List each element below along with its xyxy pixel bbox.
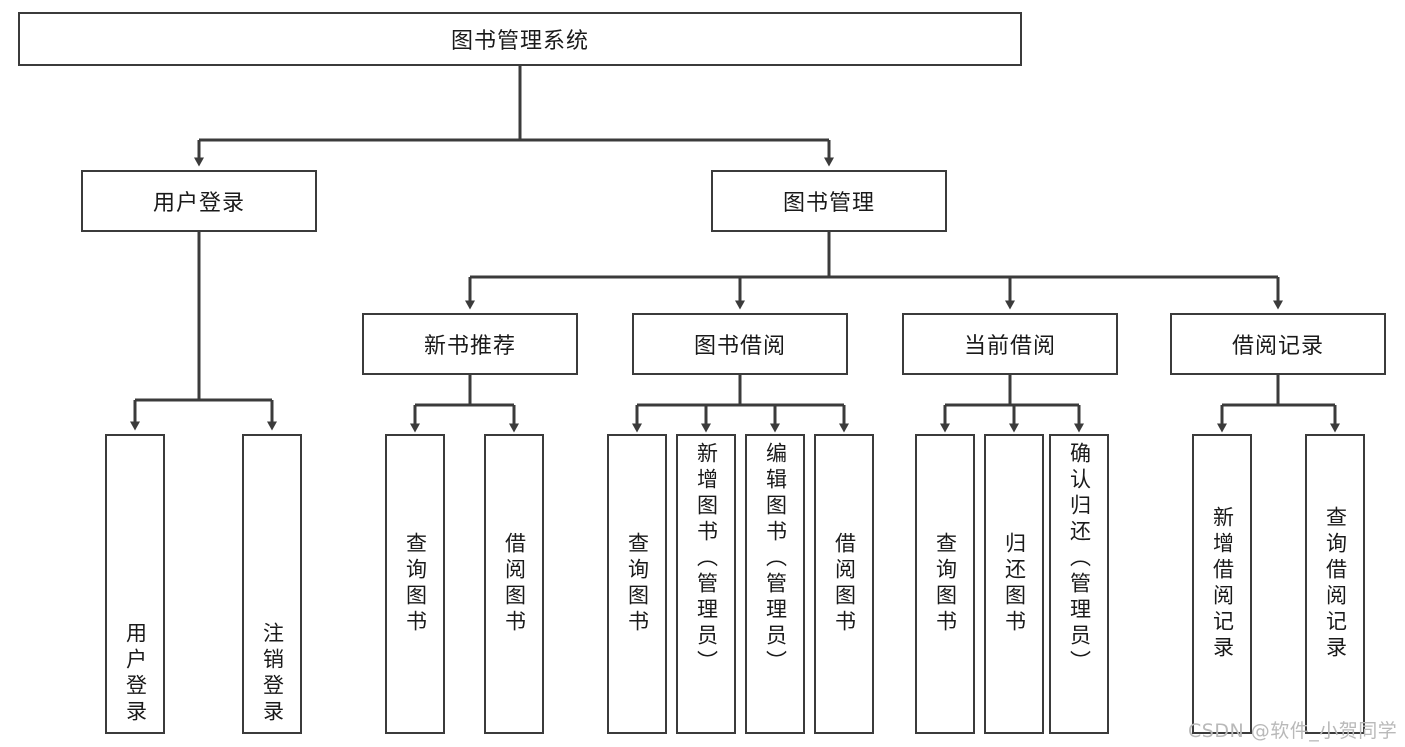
node-current-borrow-label: 当前借阅 [963, 334, 1056, 359]
node-leaf-confirm-return[interactable]: 确认归还（管理员） [1049, 434, 1109, 734]
node-leaf-query-book-2-label: 查询图书 [625, 532, 650, 636]
node-leaf-query-book-1[interactable]: 查询图书 [385, 434, 445, 734]
node-leaf-user-login[interactable]: 用户登录 [105, 434, 165, 734]
node-leaf-add-record[interactable]: 新增借阅记录 [1192, 434, 1252, 734]
node-leaf-return-book[interactable]: 归还图书 [984, 434, 1044, 734]
node-current-borrow[interactable]: 当前借阅 [902, 313, 1118, 375]
node-root[interactable]: 图书管理系统 [18, 12, 1022, 66]
node-borrow-record-label: 借阅记录 [1231, 334, 1324, 359]
node-leaf-borrow-book-1-label: 借阅图书 [502, 532, 527, 636]
node-user-login-label: 用户登录 [152, 191, 245, 216]
node-root-label: 图书管理系统 [450, 29, 589, 54]
node-leaf-borrow-book-1[interactable]: 借阅图书 [484, 434, 544, 734]
node-leaf-add-record-label: 新增借阅记录 [1210, 506, 1235, 662]
node-leaf-return-book-label: 归还图书 [1002, 532, 1027, 636]
node-leaf-confirm-return-label: 确认归还（管理员） [1067, 442, 1092, 676]
node-book-borrow[interactable]: 图书借阅 [632, 313, 848, 375]
node-leaf-query-book-3[interactable]: 查询图书 [915, 434, 975, 734]
node-leaf-add-book-label: 新增图书（管理员） [694, 442, 719, 676]
watermark-text: CSDN @软件_小贺同学 [1188, 720, 1398, 742]
node-leaf-edit-book[interactable]: 编辑图书（管理员） [745, 434, 805, 734]
node-book-manage-label: 图书管理 [782, 191, 875, 216]
node-book-borrow-label: 图书借阅 [693, 334, 786, 359]
node-leaf-query-record[interactable]: 查询借阅记录 [1305, 434, 1365, 734]
node-new-book-recommend-label: 新书推荐 [423, 334, 516, 359]
node-leaf-borrow-book-2-label: 借阅图书 [832, 532, 857, 636]
node-new-book-recommend[interactable]: 新书推荐 [362, 313, 578, 375]
node-leaf-edit-book-label: 编辑图书（管理员） [763, 442, 788, 676]
node-leaf-query-book-3-label: 查询图书 [933, 532, 958, 636]
node-leaf-user-logout[interactable]: 注销登录 [242, 434, 302, 734]
node-leaf-user-login-label: 用户登录 [123, 622, 148, 726]
node-book-manage[interactable]: 图书管理 [711, 170, 947, 232]
node-leaf-query-book-2[interactable]: 查询图书 [607, 434, 667, 734]
node-leaf-query-book-1-label: 查询图书 [403, 532, 428, 636]
node-leaf-add-book[interactable]: 新增图书（管理员） [676, 434, 736, 734]
node-leaf-query-record-label: 查询借阅记录 [1323, 506, 1348, 662]
node-leaf-borrow-book-2[interactable]: 借阅图书 [814, 434, 874, 734]
node-borrow-record[interactable]: 借阅记录 [1170, 313, 1386, 375]
node-leaf-user-logout-label: 注销登录 [260, 622, 285, 726]
node-user-login[interactable]: 用户登录 [81, 170, 317, 232]
